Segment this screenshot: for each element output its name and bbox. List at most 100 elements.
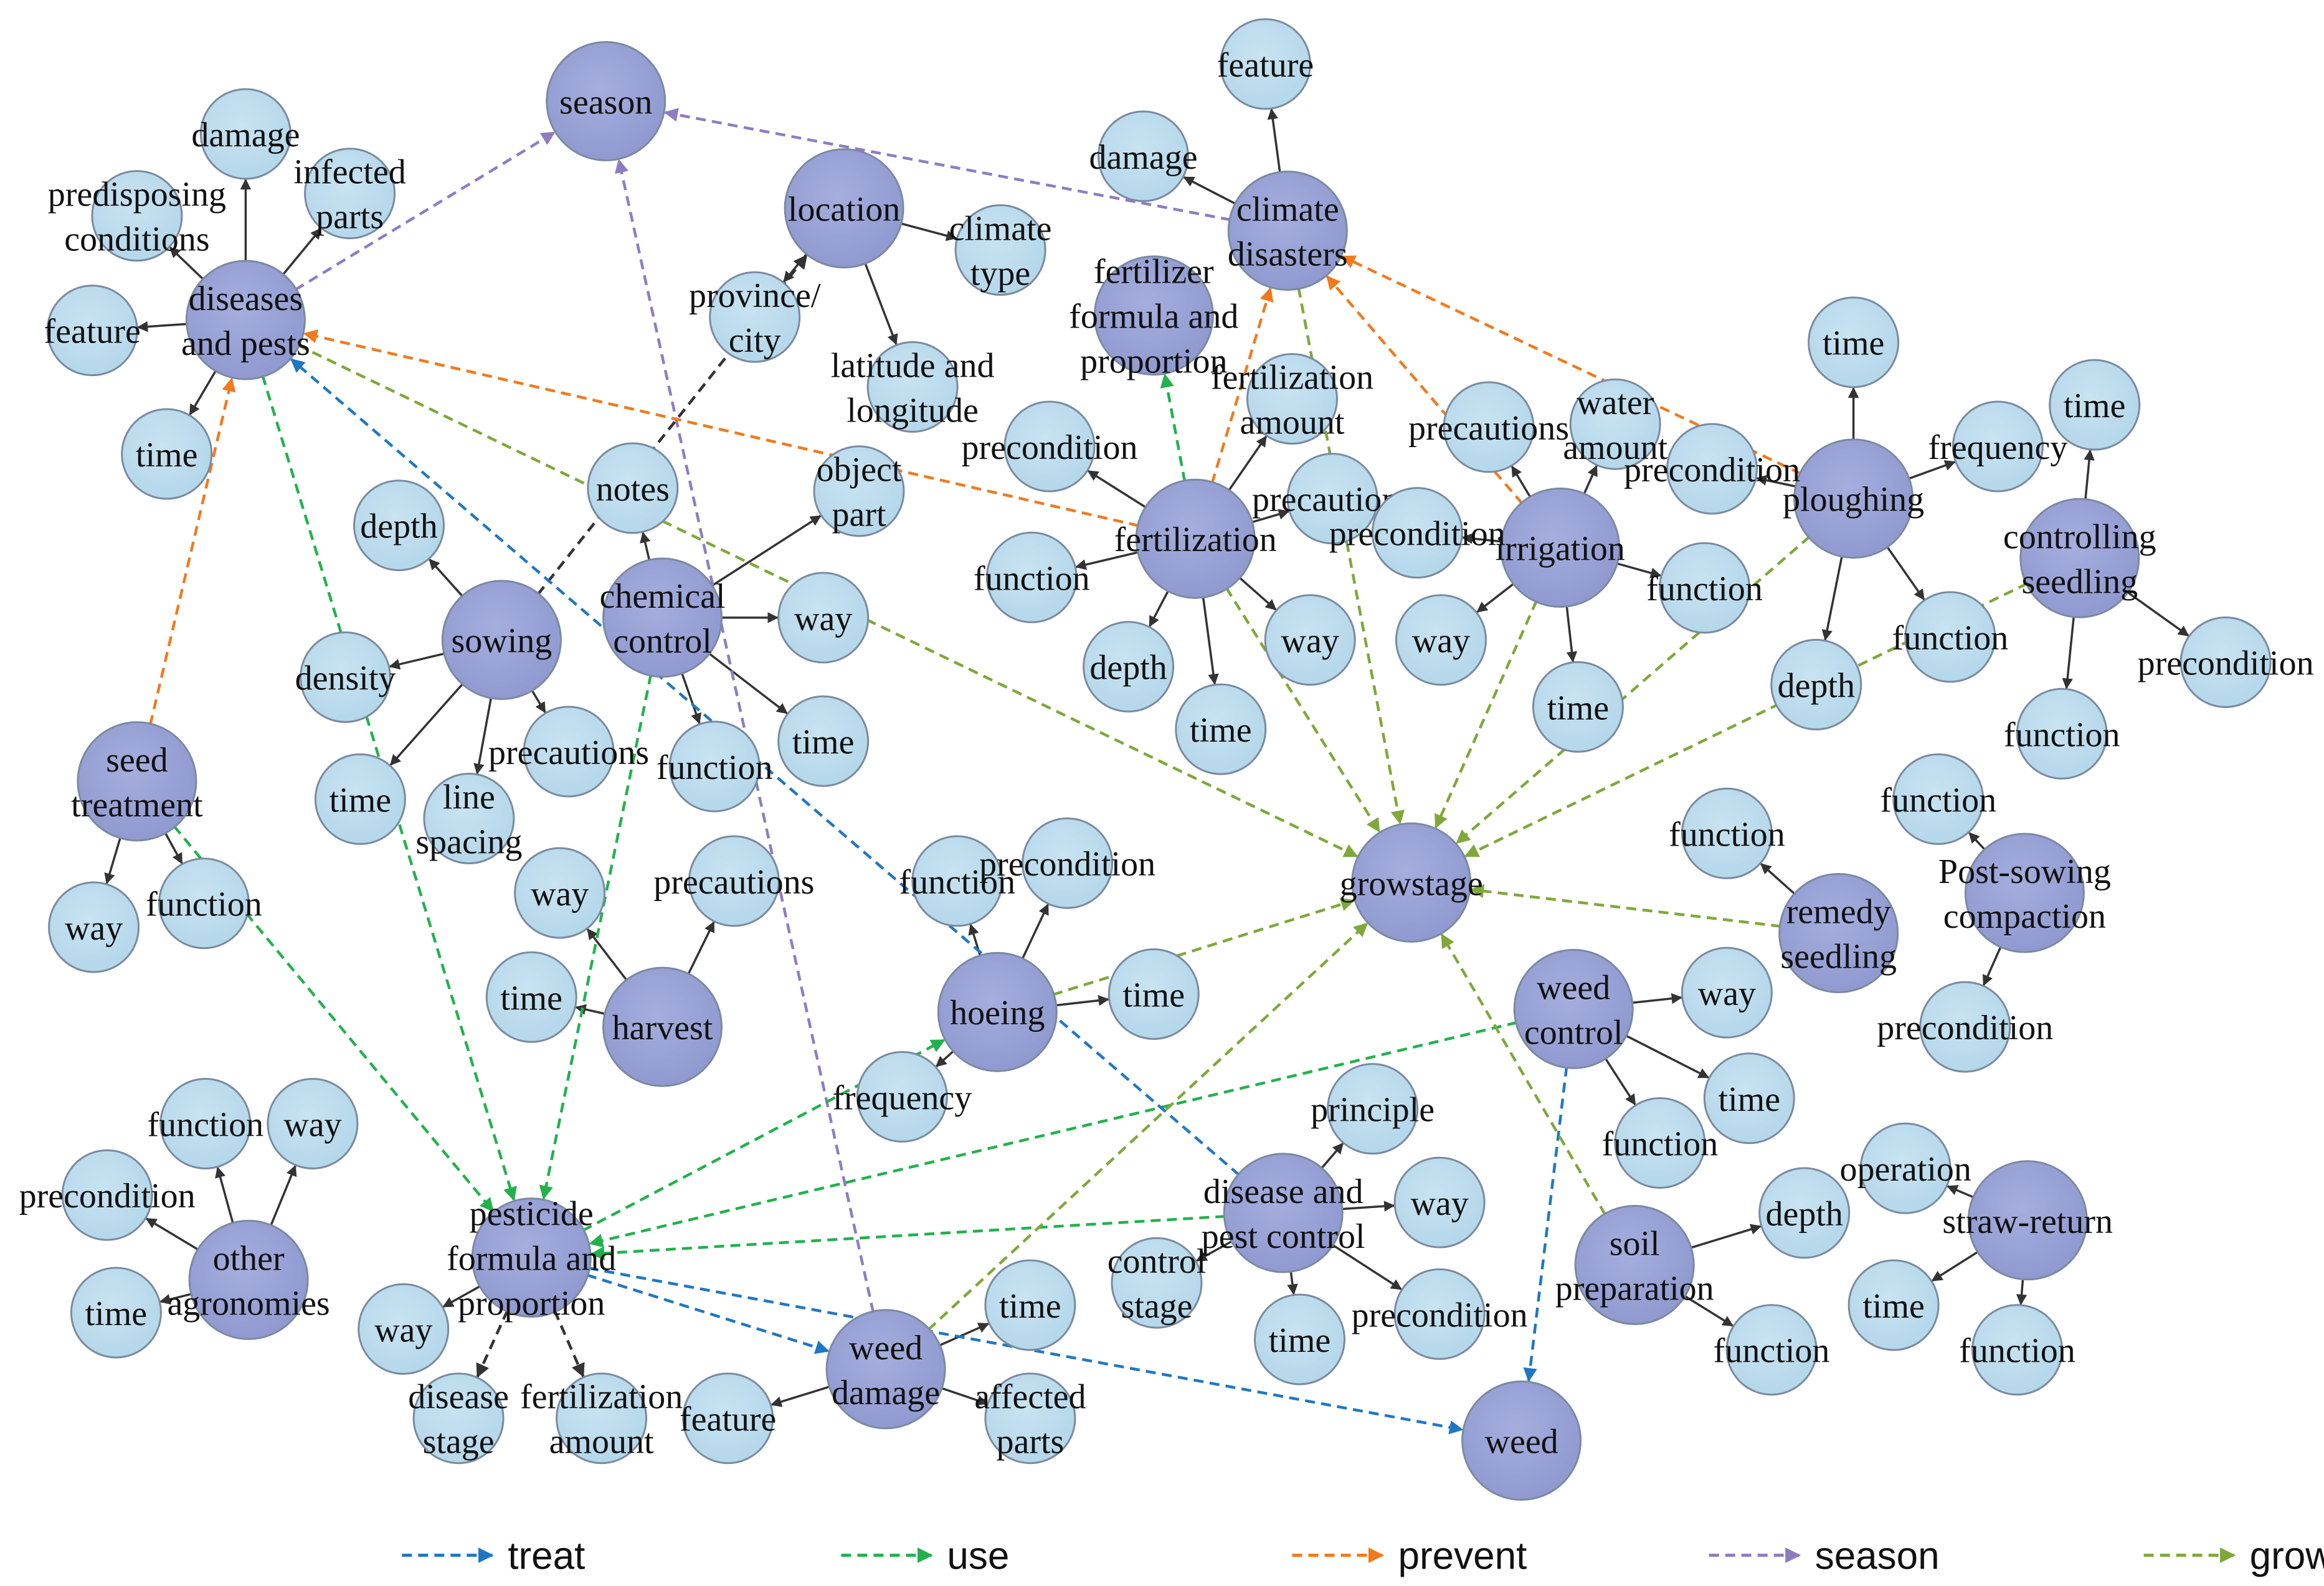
entity-circle-fertilization [1135,478,1256,599]
attribute-circle-dp-feature [46,285,138,377]
node-label: function [1880,781,1996,819]
edge-attr-ploughing-to-ir_precondition_r [1755,474,1797,488]
node-label: type [970,255,1030,293]
node-cc-notes: notes [587,442,679,534]
edge-attr-harvest-to-hv_way [586,928,628,982]
node-label: way [374,1311,432,1349]
attribute-circle-fz-time [1175,683,1267,775]
node-label: way [65,909,123,948]
edge-use-chemical_control-to-pesticide_formula [539,674,653,1200]
node-sr-time: time [1847,1259,1940,1351]
node-label: time [330,781,392,819]
node-label: precondition [961,428,1137,467]
attribute-circle-pf-disease-stage [412,1372,505,1465]
node-oa-function: function [147,1078,263,1169]
node-label: seedling [2021,562,2138,601]
edge-use-diseases_pests-to-pesticide_formula [261,375,517,1202]
node-label: stage [423,1423,495,1461]
attribute-circle-loc-climate [954,204,1046,296]
node-label: pesticide [470,1195,594,1234]
node-dp-feature: feature [44,285,141,377]
node-label: function [1602,1125,1719,1164]
attribute-circle-ir-precondition-r [1666,423,1758,515]
node-label: damage [832,1374,940,1412]
edge-attr-location-to-loc_climate [899,222,957,241]
edge-growstage-hoeing-to-growstage [1052,897,1355,996]
node-label: way [531,875,589,913]
attribute-circle-rs-function [1681,787,1773,879]
attribute-circle-sr-function [1971,1304,2063,1396]
node-label: growstage [1340,864,1483,903]
node-wc-time: time [1703,1052,1795,1145]
edge-attr-other_agronomies-to-oa_way [269,1164,297,1227]
attribute-circle-fz-depth [1083,621,1175,713]
edge-attr-fertilization-to-fz_time [1202,596,1219,686]
node-st-way: way [48,881,140,973]
node-label: function [1892,619,2009,658]
node-label: proportion [458,1285,605,1323]
attribute-circle-wc-time [1703,1052,1795,1145]
attribute-circle-so-precautions [523,706,615,798]
attribute-circle-dc-control-stage [1111,1237,1203,1329]
edge-attr-fertilization-to-fz_function [1074,550,1140,570]
attribute-circle-pf-way [358,1283,450,1375]
edge-attr-climate_disasters-to-cd_damage [1183,176,1237,205]
node-label: function [657,748,773,787]
edge-growstage-weed_damage-to-growstage [927,922,1368,1331]
node-wd-feature: feature [680,1372,776,1465]
legend-item-prevent: prevent [1292,1535,1527,1578]
attribute-circle-cs-function [2016,687,2108,780]
node-label: feature [1217,46,1314,85]
edge-attr-straw_return-to-sr_function [2016,1278,2028,1306]
edge-attr-diseases_pests-to-dp_feature [136,321,188,333]
attribute-circle-hv-way [514,847,606,939]
edge-attr-disease_pest_control-to-dc_way [1340,1201,1395,1212]
node-label: time [1823,324,1885,363]
attribute-circle-pl-depth [1770,638,1862,730]
edge-attr-sowing-to-so_precautions [530,689,546,714]
entity-circle-diseases-pests [185,260,306,380]
attribute-circle-oa-precondition [61,1149,153,1241]
legend: treatusepreventseasongrowstagesuitable [402,1535,2324,1578]
edge-use-weed_control-to-pesticide_formula [589,1021,1518,1248]
node-dp-damage: damage [191,88,300,180]
node-label: diseases [189,280,303,318]
node-ir-time: time [1532,661,1624,753]
edge-attr-ploughing-to-pl_depth [1821,555,1844,641]
node-label: time [1719,1080,1781,1119]
edge-attr-ploughing-to-pl_frequency [1907,460,1956,480]
attribute-circle-ps-function [1892,753,1985,845]
attribute-circle-ho-time [1107,948,1200,1040]
node-label: chemical [599,577,725,616]
attribute-circle-wd-affected [984,1372,1076,1465]
node-weed: weed [1461,1381,1582,1501]
edge-prevent-fertilization-to-diseases_pests [303,329,1139,527]
edge-season-diseases_pests-to-season [294,131,556,291]
node-sowing: sowing [441,580,562,701]
edge-attr-climate_disasters-to-cd_feature [1267,108,1281,174]
node-label: spacing [415,823,522,862]
attribute-circle-wc-function [1614,1097,1706,1189]
edge-attr-irrigation-to-ir_precautions [1511,465,1532,499]
node-cc-way: way [777,572,870,664]
entity-circle-harvest [602,966,723,1087]
node-label: damage [1089,138,1197,177]
node-label: time [2064,387,2126,425]
entity-circle-disease-pest-control [1223,1153,1344,1273]
edge-attr-soil_preparation-to-sp_depth [1689,1224,1762,1249]
attribute-circle-wd-feature [682,1372,774,1465]
edge-attr-seed_treatment-to-st_function [164,831,183,864]
entity-circle-climate-disasters [1227,171,1348,291]
node-cc-function: function [657,720,773,813]
node-ir-precondition-r: precondition [1624,423,1800,515]
node-label: way [1281,622,1339,661]
edge-attr-chemical_control-to-cc_time [708,652,788,714]
node-label: disasters [1228,235,1348,274]
node-cd-feature: feature [1217,18,1314,110]
